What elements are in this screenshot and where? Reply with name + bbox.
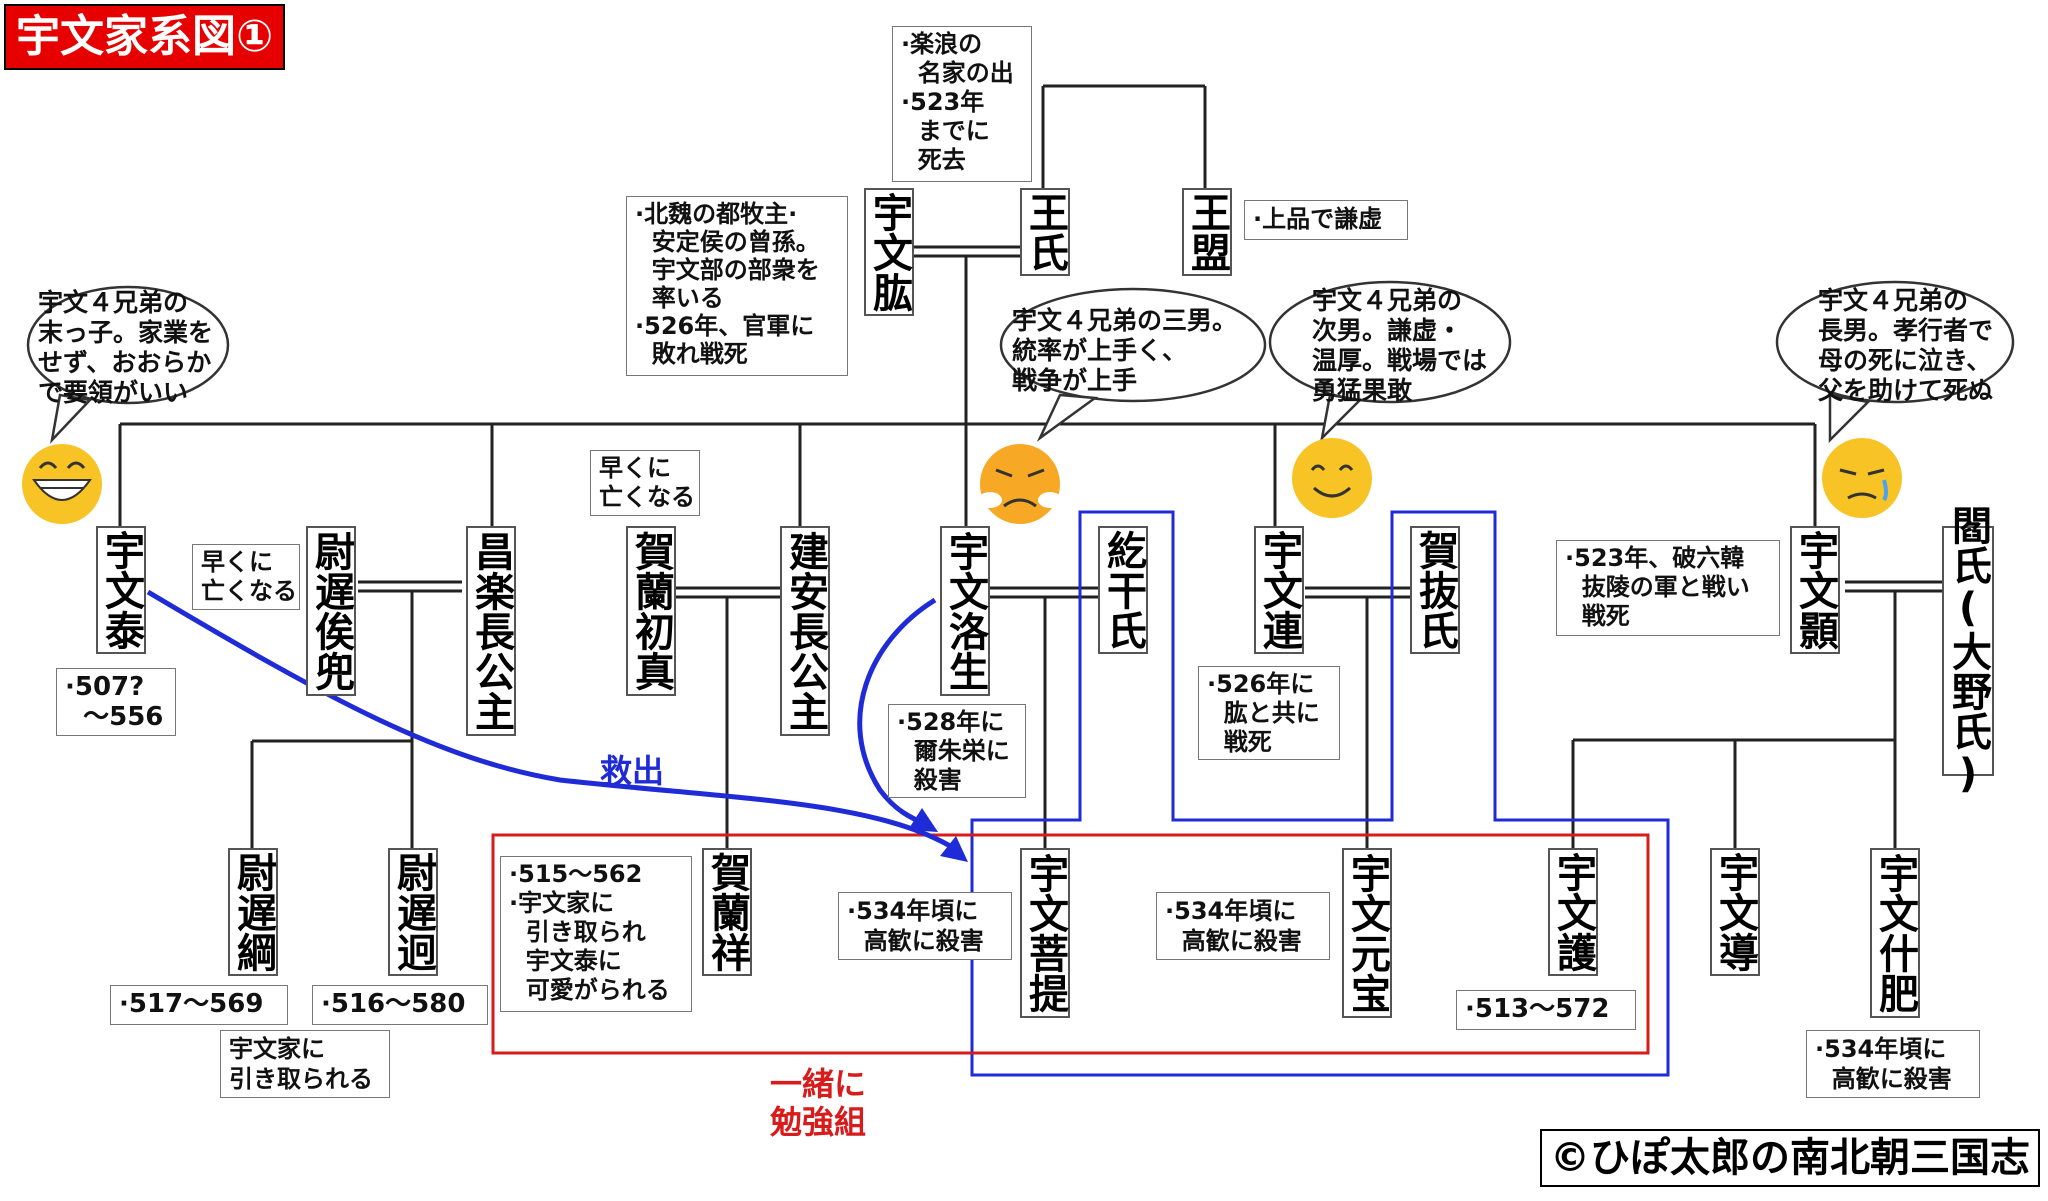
- bubble-ken: 宇文４兄弟の 長男。孝行者で 母の死に泣き、 父を助けて死ぬ: [1818, 286, 1994, 405]
- note-ubun-juhi: ·534年頃に 高歓に殺害: [1806, 1030, 1980, 1098]
- credit: ©ひぽ太郎の南北朝三国志: [1540, 1129, 2040, 1187]
- note-ubun-rakusei: ·528年に 爾朱栄に 殺害: [888, 704, 1026, 798]
- bubble-ren: 宇文４兄弟の 次男。謙虚・ 温厚。戦場では 勇猛果敢: [1312, 286, 1488, 405]
- crying-face-icon: [1822, 438, 1902, 518]
- person-ubun-tai[interactable]: 宇文泰: [96, 526, 146, 654]
- person-utsuchi-kei[interactable]: 尉遅迥: [388, 848, 438, 976]
- person-ubun-ren[interactable]: 宇文連: [1254, 526, 1304, 654]
- note-ubun-ren: ·526年に 肱と共に 戦死: [1198, 666, 1340, 760]
- note-utsuchi-shunto: 早くに 亡くなる: [192, 544, 300, 610]
- bubble-tai: 宇文４兄弟の 末っ子。家業を せず、おおらか で要領がいい: [38, 288, 214, 407]
- note-garan-sho: ·515～562 ·宇文家に 引き取られ 宇文泰に 可愛がられる: [500, 856, 692, 1012]
- person-garan-shoshin[interactable]: 賀蘭初真: [626, 526, 676, 696]
- person-utsuchi-shunto[interactable]: 尉遅俟兜: [306, 526, 356, 696]
- person-ou-shi[interactable]: 王氏: [1020, 188, 1070, 276]
- care-arrow: [857, 597, 937, 829]
- note-ubun-tai: ·507? ～556: [56, 668, 176, 736]
- person-ubun-bodai[interactable]: 宇文菩提: [1020, 848, 1070, 1018]
- care-boundary: [970, 510, 1670, 1077]
- person-utsuchi-ko[interactable]: 尉遅綱: [228, 848, 278, 976]
- note-utsuchi-ko: ·517～569: [110, 985, 288, 1025]
- person-kenan[interactable]: 建安長公主: [780, 526, 830, 736]
- person-en-shi[interactable]: 閻氏(大野氏): [1942, 505, 1994, 797]
- smiling-face-icon: [1292, 438, 1372, 518]
- note-ou-mei: ·上品で謙虚: [1244, 200, 1408, 240]
- angry-face-icon: [978, 444, 1062, 524]
- grinning-face-icon: [22, 444, 102, 524]
- note-ubun-bodai: ·534年頃に 高歓に殺害: [838, 892, 1012, 960]
- study-group-box: [491, 833, 1650, 1055]
- note-ubun-ken: ·523年、破六韓 抜陵の軍と戦い 戦死: [1556, 540, 1780, 636]
- person-ubun-genpo[interactable]: 宇文元宝: [1342, 848, 1392, 1018]
- note-ubun-genpo: ·534年頃に 高歓に殺害: [1156, 892, 1330, 960]
- note-ou-shi: ·楽浪の 名家の出 ·523年 までに 死去: [892, 26, 1032, 182]
- person-ugon[interactable]: 宇文肱: [864, 188, 914, 316]
- person-ubun-ken[interactable]: 宇文顥: [1790, 526, 1840, 654]
- person-ubun-juhi[interactable]: 宇文什肥: [1870, 848, 1920, 1018]
- page-title: 宇文家系図①: [4, 4, 286, 70]
- person-gabatsu[interactable]: 賀抜氏: [1410, 526, 1460, 654]
- person-ubun-rakusei[interactable]: 宇文洛生: [940, 526, 990, 696]
- label-study-group: 一緒に 勉強組: [770, 1065, 867, 1141]
- note-utsuchi-kei-extra: 宇文家に 引き取られる: [220, 1030, 390, 1098]
- note-utsuchi-kei: ·516～580: [312, 985, 488, 1025]
- person-ubun-do[interactable]: 宇文導: [1710, 848, 1760, 976]
- note-ugon: ·北魏の都牧主· 安定侯の曾孫。 宇文部の部衆を 率いる ·526年、官軍に 敗…: [626, 196, 848, 376]
- rescue-arrow: [146, 589, 962, 855]
- label-rescue: 救出: [600, 752, 665, 790]
- bubble-rakusei: 宇文４兄弟の三男。 統率が上手く、 戦争が上手: [1012, 306, 1238, 395]
- person-ubun-go[interactable]: 宇文護: [1548, 848, 1598, 976]
- person-ou-mei[interactable]: 王盟: [1182, 188, 1232, 276]
- note-ubun-go: ·513～572: [1456, 990, 1636, 1030]
- person-kotsukan[interactable]: 紇干氏: [1098, 526, 1148, 654]
- note-garan-shoshin: 早くに 亡くなる: [590, 450, 700, 516]
- person-shoraku[interactable]: 昌楽長公主: [466, 526, 516, 736]
- person-garan-sho[interactable]: 賀蘭祥: [702, 848, 752, 976]
